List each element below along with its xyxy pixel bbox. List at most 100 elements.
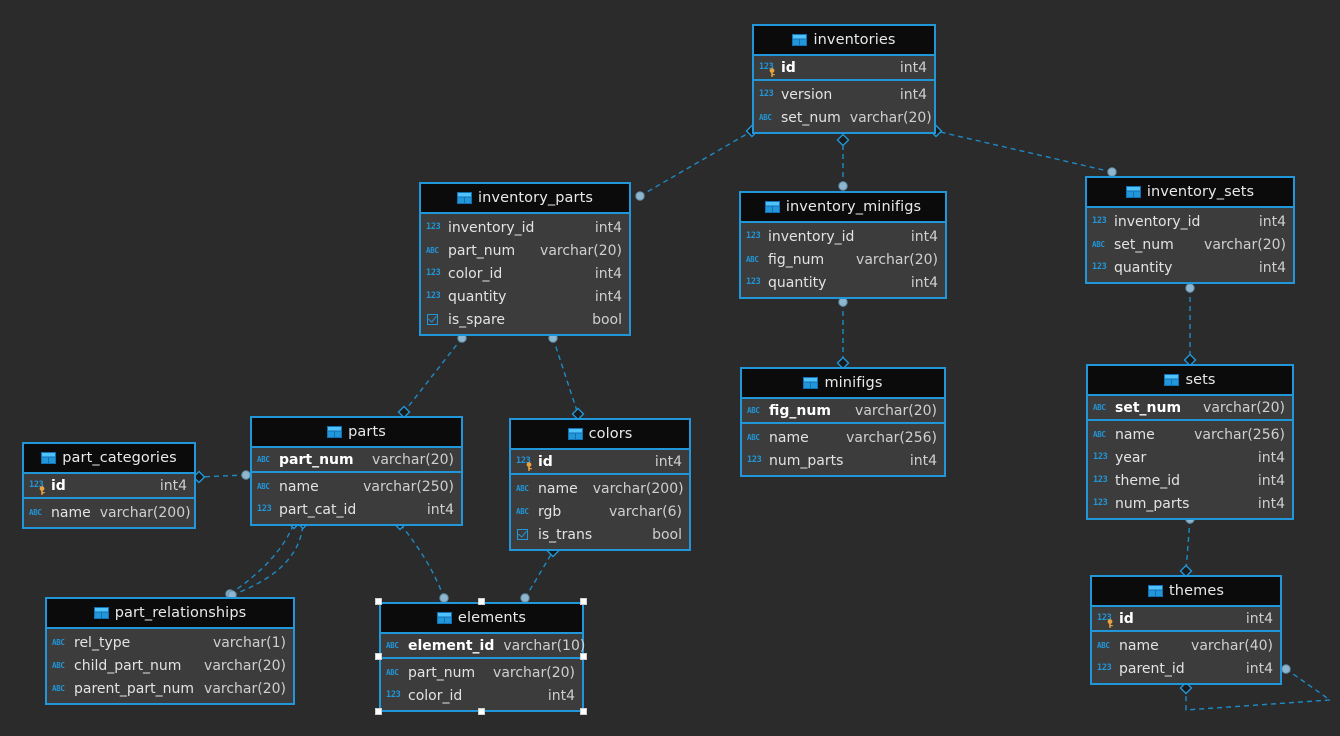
entity-header[interactable]: themes xyxy=(1092,577,1280,607)
selection-handle[interactable] xyxy=(477,708,485,715)
relationship-line[interactable]: sets.theme_id -> themes.id xyxy=(1185,518,1191,572)
checkbox-glyph xyxy=(427,313,438,325)
relationship-line[interactable]: inventory_parts.part_num -> parts.part_n… xyxy=(403,337,463,413)
entity-table-part_relationships[interactable]: part_relationshipsrel_typevarchar(1)chil… xyxy=(45,597,295,705)
selection-handle[interactable] xyxy=(580,653,587,660)
entity-header[interactable]: minifigs xyxy=(742,369,944,399)
field-type: varchar(20) xyxy=(849,109,932,126)
selection-handle[interactable] xyxy=(375,708,382,715)
relationship-line[interactable]: elements.part_num -> parts.part_num xyxy=(399,523,445,599)
selection-handle[interactable] xyxy=(580,598,587,605)
relationship-line[interactable]: part_relationships.child_part_num -> par… xyxy=(229,522,295,595)
field-type: int4 xyxy=(910,274,938,291)
field-type: int4 xyxy=(910,228,938,245)
entity-header[interactable]: inventory_sets xyxy=(1087,178,1293,208)
primary-key-icon xyxy=(39,485,45,495)
entity-table-inventory_sets[interactable]: inventory_setsinventory_idint4set_numvar… xyxy=(1085,176,1295,284)
relationship-line[interactable]: elements.color_id -> colors.id xyxy=(524,550,554,599)
field-name: id xyxy=(781,59,796,76)
entity-table-inventories[interactable]: inventoriesidint4 versionint4set_numvarch… xyxy=(752,24,936,134)
field-group: inventory_idint4part_numvarchar(20)color… xyxy=(421,214,629,334)
relationship-source-marker xyxy=(1185,283,1195,293)
boolean-type-icon xyxy=(426,313,443,327)
entity-header[interactable]: inventories xyxy=(754,26,934,56)
selection-handle[interactable] xyxy=(375,598,382,605)
field-name: part_num xyxy=(279,451,354,468)
relationship-line[interactable]: part_relationships.parent_part_num -> pa… xyxy=(231,522,304,596)
entity-header[interactable]: colors xyxy=(511,420,689,450)
relationship-line[interactable]: inventory_parts.inventory_id -> inventor… xyxy=(639,130,753,197)
entity-header[interactable]: inventory_minifigs xyxy=(741,193,945,223)
field-type: int4 xyxy=(1245,610,1273,627)
table-icon xyxy=(41,452,57,464)
relationship-line[interactable]: parts.part_cat_id -> part_categories.id xyxy=(198,474,247,478)
entity-header[interactable]: sets xyxy=(1088,366,1292,396)
selection-handle[interactable] xyxy=(580,708,587,715)
entity-header[interactable]: parts xyxy=(252,418,461,448)
text-type-icon xyxy=(516,482,533,496)
entity-table-colors[interactable]: colorsidint4 namevarchar(200)rgbvarchar(6… xyxy=(509,418,691,551)
selection-handle[interactable] xyxy=(375,653,382,660)
entity-table-inventory_minifigs[interactable]: inventory_minifigsinventory_idint4fig_nu… xyxy=(739,191,947,299)
entity-header[interactable]: elements xyxy=(381,604,582,634)
selection-handle[interactable] xyxy=(477,598,485,605)
entity-header[interactable]: inventory_parts xyxy=(421,184,629,214)
entity-header[interactable]: part_categories xyxy=(24,444,194,474)
field-type: varchar(40) xyxy=(1191,637,1273,654)
number-type-icon xyxy=(426,266,443,281)
entity-header[interactable]: part_relationships xyxy=(47,599,293,629)
entity-table-inventory_parts[interactable]: inventory_partsinventory_idint4part_numv… xyxy=(419,182,631,336)
field-name: is_trans xyxy=(538,526,593,543)
relationship-line[interactable]: inventory_parts.color_id -> colors.id xyxy=(552,337,579,415)
relationship-line[interactable]: inventory_sets.inventory_id -> inventori… xyxy=(935,130,1113,173)
